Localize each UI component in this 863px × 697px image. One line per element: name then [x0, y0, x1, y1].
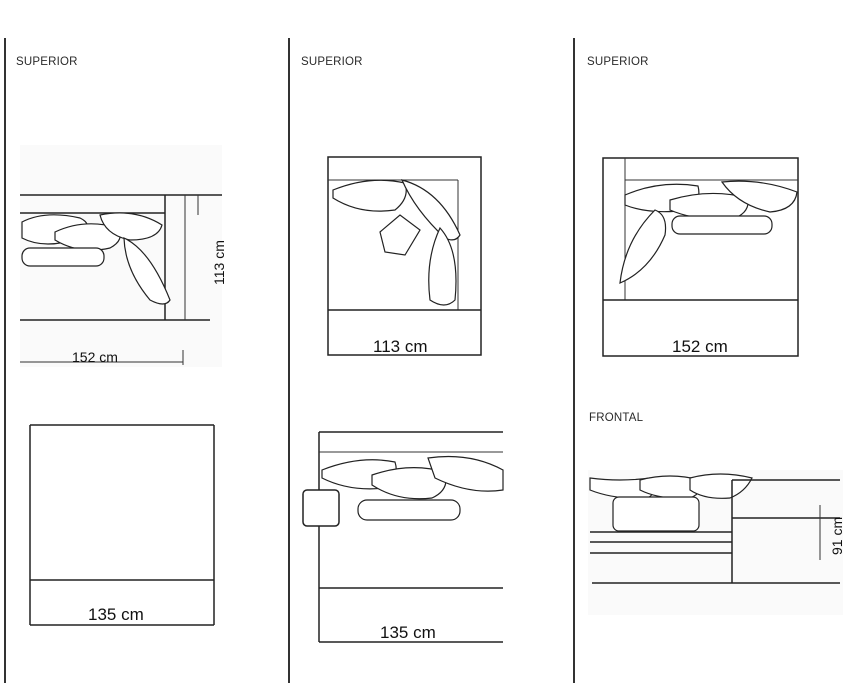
- column-divider-1: [4, 38, 6, 683]
- view-label-superior-1: SUPERIOR: [16, 56, 78, 68]
- dim-width-152-b: 152 cm: [672, 337, 728, 356]
- view-label-superior-3: SUPERIOR: [587, 56, 649, 68]
- dim-width-152-a: 152 cm: [72, 349, 118, 365]
- dim-bottom-135-b: 135 cm: [380, 623, 436, 642]
- view-label-superior-2: SUPERIOR: [301, 56, 363, 68]
- dim-height-91: 91 cm: [829, 517, 845, 555]
- dim-width-113: 113 cm: [373, 337, 428, 356]
- column-divider-2: [288, 38, 290, 683]
- view-label-frontal: FRONTAL: [589, 412, 644, 424]
- column-divider-3: [573, 38, 575, 683]
- dim-bottom-135-a: 135 cm: [88, 605, 144, 624]
- dim-depth-113-a: 113 cm: [211, 240, 227, 285]
